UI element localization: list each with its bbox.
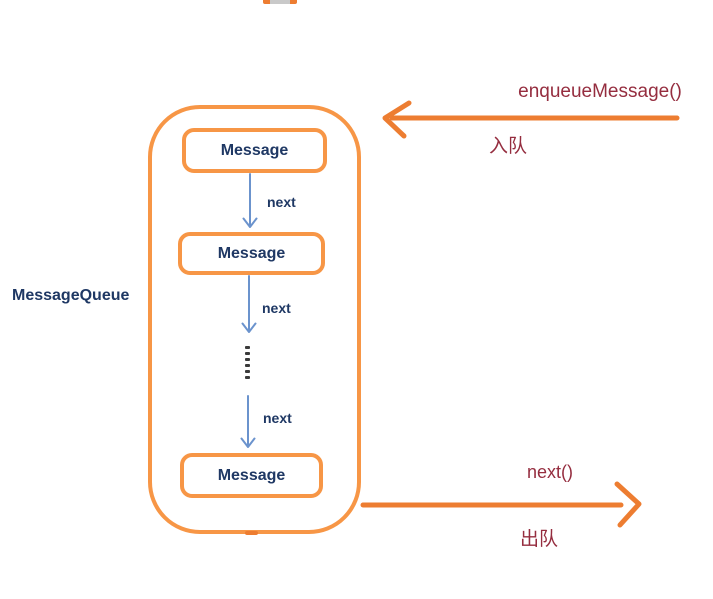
cropped-shape-top: [263, 0, 297, 4]
enqueue-arrow: [382, 100, 680, 139]
message-node-2: Message: [178, 232, 325, 275]
next-link-label-3: next: [263, 410, 292, 426]
next-link-label-1: next: [267, 194, 296, 210]
next-link-label-2: next: [262, 300, 291, 316]
message-queue-label: MessageQueue: [12, 287, 130, 304]
vertical-ellipsis-icon: [245, 346, 250, 379]
dequeue-arrow: [360, 481, 642, 528]
enqueue-method-label: enqueueMessage(): [518, 81, 682, 102]
enqueue-caption-label: 入队: [489, 136, 528, 157]
dequeue-caption-label: 出队: [520, 529, 559, 550]
message-node-1: Message: [182, 128, 327, 173]
message-node-3: Message: [180, 453, 323, 498]
dequeue-method-label: next(): [526, 462, 573, 482]
cropped-shape-bottom: [245, 531, 258, 535]
